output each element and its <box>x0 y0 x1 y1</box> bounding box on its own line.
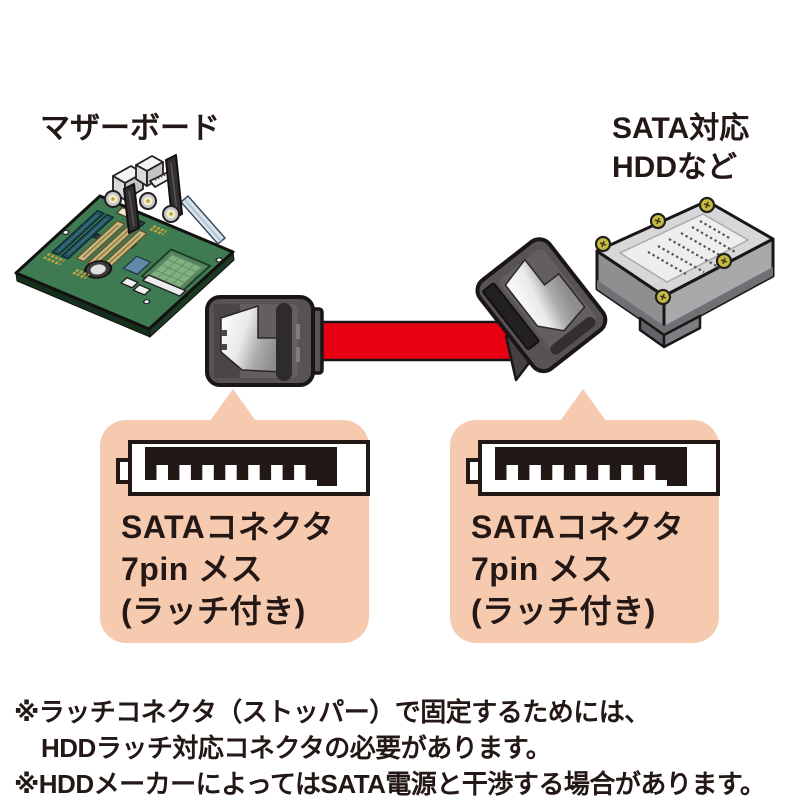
red-cable <box>312 320 516 362</box>
footnote-line: ※ラッチコネクタ（ストッパー）で固定するためには、 <box>14 697 650 727</box>
hdd-illustration <box>594 196 775 349</box>
motherboard-illustration <box>14 154 235 339</box>
callout-line: SATAコネクタ <box>121 509 335 545</box>
hdd-label-text: SATA対応 HDDなど <box>612 109 749 187</box>
callout-left-connector: SATAコネクタ 7pin メス (ラッチ付き) <box>100 389 370 643</box>
footnote-line: HDDラッチ対応コネクタの必要があります。 <box>41 733 552 763</box>
callout-pointer-triangle <box>210 389 256 421</box>
footnote-line: ※HDDメーカーによってはSATA電源と干渉する場合があります。 <box>14 769 766 799</box>
io-panel-blocks <box>112 155 174 201</box>
sata-connector-diagram <box>466 440 720 496</box>
callout-text: SATAコネクタ 7pin メス (ラッチ付き) <box>121 506 334 632</box>
left-cable-connector <box>205 295 324 387</box>
hdd-label-line1: SATA対応 <box>612 112 750 145</box>
callout-line: (ラッチ付き) <box>121 593 306 629</box>
connector-key-7pin <box>145 447 337 486</box>
callout-text: SATAコネクタ 7pin メス (ラッチ付き) <box>471 506 684 632</box>
footnotes: ※ラッチコネクタ（ストッパー）で固定するためには、 HDDラッチ対応コネクタの必… <box>14 694 794 800</box>
hdd-label-line2: HDDなど <box>612 151 737 184</box>
card-brackets <box>123 154 183 234</box>
hdd-screws <box>594 196 733 306</box>
callout-line: 7pin メス <box>471 551 614 587</box>
callout-line: (ラッチ付き) <box>471 593 656 629</box>
plug-opening <box>482 282 540 351</box>
callout-right-connector: SATAコネクタ 7pin メス (ラッチ付き) <box>450 389 720 643</box>
connector-key-7pin <box>495 447 687 486</box>
capacitors <box>104 190 180 223</box>
sata-connector-diagram <box>116 440 370 496</box>
motherboard-label: マザーボード <box>40 112 220 145</box>
pin-headers <box>42 225 168 280</box>
chipset <box>122 255 152 276</box>
right-cable-connector <box>475 237 608 374</box>
callout-line: 7pin メス <box>121 551 264 587</box>
callout-line: SATAコネクタ <box>471 509 685 545</box>
callout-pointer-triangle <box>560 389 606 421</box>
metal-latch <box>504 258 586 332</box>
